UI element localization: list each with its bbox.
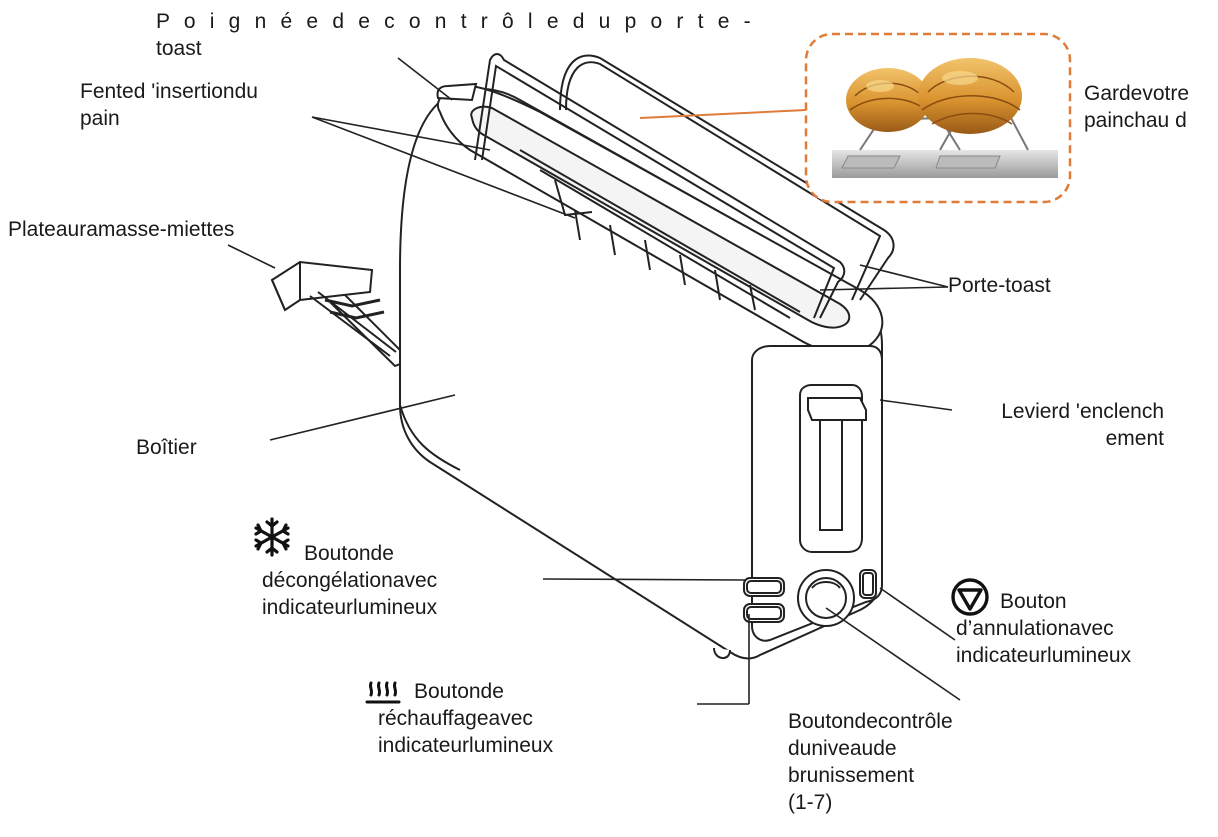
label-reheat-line-2: réchauffageavec bbox=[378, 707, 533, 730]
label-toast-rack: Porte-toast bbox=[948, 272, 1051, 299]
crumb-tray-drawing bbox=[270, 260, 412, 368]
label-lever-line-2: ement bbox=[1105, 427, 1164, 450]
toast-rack-drawing bbox=[436, 53, 895, 319]
label-housing-line-1: Boîtier bbox=[136, 436, 197, 459]
label-reheat-line-3: indicateurlumineux bbox=[378, 734, 554, 757]
label-browning-line-2: duniveaude bbox=[788, 737, 897, 760]
label-slot-line-1: Fented 'insertiondu bbox=[80, 80, 258, 103]
label-crumb-tray: Plateauramasse-miettes bbox=[8, 216, 234, 243]
label-crumb-tray-line-1: Plateauramasse-miettes bbox=[8, 218, 235, 241]
label-cancel: Bouton d’annulationavec indicateurlumine… bbox=[956, 588, 1131, 669]
label-slot-line-2: pain bbox=[80, 107, 120, 130]
label-browning-line-1: Boutondecontrôle bbox=[788, 710, 953, 733]
leader-lines bbox=[227, 57, 961, 705]
label-defrost-line-1: Boutonde bbox=[304, 542, 394, 565]
label-handle-line-1: P o i g n é e d e c o n t r ô l e d u p … bbox=[156, 10, 755, 33]
callout-leader bbox=[639, 109, 807, 119]
croissant-right bbox=[918, 58, 1022, 134]
label-keep-warm-line-1: Gardevotre bbox=[1084, 82, 1190, 105]
label-lever-line-1: Levierd 'enclench bbox=[1001, 400, 1164, 423]
label-browning: Boutondecontrôle duniveaude brunissement… bbox=[788, 708, 953, 816]
label-defrost-line-2: décongélationavec bbox=[262, 569, 438, 592]
label-handle: P o i g n é e d e c o n t r ô l e d u p … bbox=[156, 8, 755, 62]
label-slot: Fented 'insertiondu pain bbox=[80, 78, 258, 132]
label-toast-rack-line-1: Porte-toast bbox=[948, 274, 1051, 297]
label-cancel-line-3: indicateurlumineux bbox=[956, 644, 1132, 667]
stop-triangle-icon bbox=[951, 578, 989, 616]
snowflake-icon bbox=[254, 517, 290, 557]
control-panel-drawing bbox=[743, 569, 877, 627]
label-defrost: Boutonde décongélationavec indicateurlum… bbox=[262, 540, 437, 621]
label-reheat: Boutonde réchauffageavec indicateurlumin… bbox=[378, 678, 553, 759]
heat-waves-icon bbox=[365, 681, 401, 704]
label-cancel-line-2: d’annulationavec bbox=[956, 617, 1114, 640]
label-defrost-line-3: indicateurlumineux bbox=[262, 596, 438, 619]
label-keep-warm-line-2: painchau d bbox=[1084, 109, 1187, 132]
label-housing: Boîtier bbox=[136, 434, 197, 461]
label-keep-warm: Gardevotre painchau d bbox=[1084, 80, 1189, 134]
label-reheat-line-1: Boutonde bbox=[414, 680, 504, 703]
toaster-body-drawing bbox=[399, 84, 884, 660]
label-lever: Levierd 'enclench ement bbox=[960, 398, 1164, 452]
label-handle-line-2: toast bbox=[156, 37, 202, 60]
croissant-left bbox=[846, 68, 930, 132]
label-cancel-line-1: Bouton bbox=[1000, 590, 1067, 613]
label-browning-line-4: (1-7) bbox=[788, 791, 833, 814]
label-browning-line-3: brunissement bbox=[788, 764, 915, 787]
keep-warm-callout bbox=[804, 32, 1072, 204]
